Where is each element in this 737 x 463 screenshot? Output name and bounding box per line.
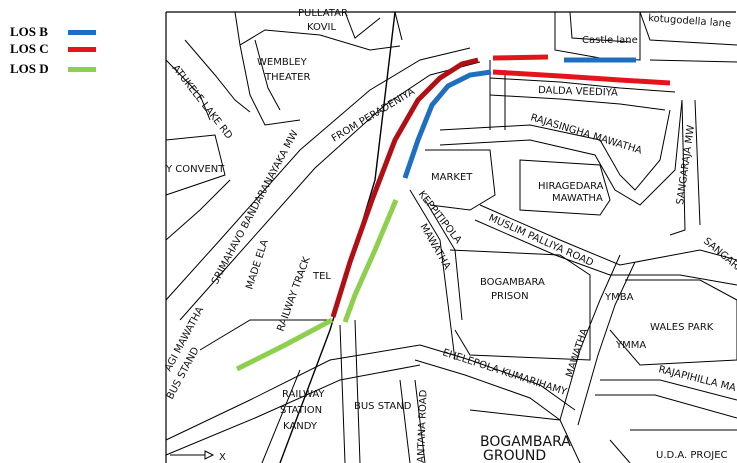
label-theater: THEATER — [264, 72, 310, 83]
legend-label: LOS D — [10, 61, 49, 76]
label-keppitipola: KEPPITIPOLA — [416, 189, 464, 246]
label-station: STATION — [280, 405, 322, 416]
label-kandy: KANDY — [283, 421, 318, 432]
label-rajasingha: RAJASINGHA MAWATHA — [529, 112, 643, 156]
route-los-d-green-peradeniya — [235, 317, 334, 372]
label-kovil: KOVIL — [307, 22, 336, 33]
legend-item-los-d: LOS D — [10, 61, 96, 77]
label-muslim-palliya: MUSLIM PALLIYA ROAD — [487, 213, 595, 269]
legend: LOS B LOS C LOS D — [0, 0, 160, 110]
label-ehelepola: EHELEPOLA KUMARIHAMY — [441, 347, 569, 398]
label-hiragedara-2: MAWATHA — [552, 193, 603, 204]
label-uda: U.D.A. PROJEC — [656, 450, 728, 461]
map-frame — [165, 11, 736, 463]
label-wembley: WEMBLEY — [257, 57, 308, 68]
route-los-c-red-dalda — [492, 69, 671, 86]
label-katukele: ATUKELE LAKE RD — [170, 63, 235, 142]
route-los-c-dark — [330, 57, 479, 318]
label-bogambara-ground-2: GROUND — [483, 448, 546, 463]
label-market: MARKET — [431, 172, 473, 183]
label-wales-park: WALES PARK — [650, 322, 714, 333]
label-convent: Y CONVENT — [165, 164, 225, 175]
route-los-d-green-keppitipola — [342, 199, 399, 323]
label-mawatha-2: MAWATHA — [564, 327, 590, 379]
legend-label: LOS B — [10, 24, 48, 39]
legend-label: LOS C — [10, 41, 49, 56]
route-los-b-blue-market — [402, 69, 492, 179]
label-bogambara-ground-1: BOGAMBARA — [480, 434, 571, 450]
label-from-peradeniya: FROM PERADENIYA — [330, 86, 417, 144]
label-dalda: DALDA VEEDIYA — [538, 85, 618, 99]
label-ymma: YMMA — [615, 340, 646, 351]
label-railway: RAILWAY — [282, 389, 325, 400]
legend-swatch-red — [68, 46, 96, 52]
label-bogambara-prison-2: PRISON — [491, 291, 529, 302]
los-routes — [235, 54, 671, 372]
label-antana-road: ANTANA ROAD — [416, 389, 430, 463]
axis-indicator — [170, 450, 215, 460]
route-los-c-red-top — [492, 54, 549, 61]
label-pullatar: PULLATAR — [298, 8, 348, 19]
label-kotugodella: kotugodella lane — [648, 13, 732, 30]
label-tel: TEL — [312, 271, 331, 282]
label-ymba: YMBA — [604, 292, 634, 303]
label-bogambara-prison-1: BOGAMBARA — [480, 277, 545, 288]
legend-item-los-c: LOS C — [10, 41, 96, 57]
label-made-ela: MADE ELA — [244, 238, 270, 291]
legend-item-los-b: LOS B — [10, 24, 96, 40]
legend-swatch-blue — [68, 29, 96, 35]
label-x-axis: X — [219, 452, 226, 463]
label-bus-stand: BUS STAND — [354, 401, 412, 412]
label-hiragedara-1: HIRAGEDARA — [538, 181, 604, 192]
legend-swatch-green — [68, 66, 96, 72]
label-castle-lane: Castle lane — [582, 35, 638, 46]
label-sangaraja-2: SANGARA — [701, 236, 737, 276]
label-railway-track: RAILWAY TRACK — [275, 255, 312, 333]
road-network — [165, 11, 737, 463]
